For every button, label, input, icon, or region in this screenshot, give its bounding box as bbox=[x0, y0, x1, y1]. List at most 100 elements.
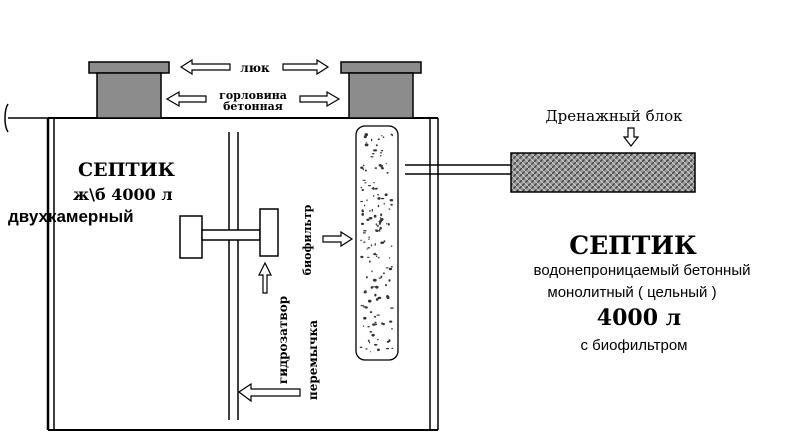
filter-speck bbox=[369, 260, 371, 263]
filter-speck bbox=[360, 200, 364, 203]
filter-speck bbox=[383, 240, 386, 243]
filter-speck bbox=[387, 223, 390, 226]
filter-speck bbox=[368, 238, 370, 240]
filter-speck bbox=[385, 283, 387, 287]
filter-speck bbox=[381, 135, 383, 137]
biofilter-arrow bbox=[322, 230, 354, 248]
filter-speck bbox=[367, 247, 371, 249]
filter-speck bbox=[377, 338, 379, 341]
filter-speck bbox=[361, 189, 365, 191]
filter-speck bbox=[360, 305, 365, 307]
filter-speck bbox=[365, 348, 368, 350]
filter-speck bbox=[370, 286, 374, 289]
filter-speck bbox=[367, 339, 370, 342]
filter-speck bbox=[371, 153, 375, 155]
filter-speck bbox=[374, 293, 377, 297]
filter-speck bbox=[373, 194, 375, 197]
filter-speck bbox=[364, 182, 367, 184]
filter-speck bbox=[389, 320, 393, 323]
filter-speck bbox=[365, 306, 368, 309]
drain-block-label: Дренажный блок bbox=[545, 107, 683, 125]
filter-speck bbox=[374, 188, 378, 190]
partition-wall bbox=[228, 132, 239, 420]
filter-speck bbox=[373, 315, 377, 318]
filter-speck bbox=[379, 226, 382, 230]
filter-speck bbox=[380, 197, 385, 200]
filter-speck bbox=[379, 217, 382, 219]
filter-speck bbox=[374, 243, 376, 246]
filter-speck bbox=[377, 224, 379, 228]
filter-speck bbox=[386, 295, 390, 298]
filter-speck bbox=[377, 194, 380, 196]
filter-speck bbox=[360, 186, 363, 189]
filter-speck bbox=[360, 166, 364, 169]
filter-speck bbox=[391, 134, 393, 137]
filter-speck bbox=[380, 241, 385, 244]
filter-speck bbox=[377, 138, 380, 141]
filter-speck bbox=[371, 187, 374, 190]
filter-speck bbox=[380, 213, 383, 217]
filter-speck bbox=[370, 156, 374, 158]
filter-speck bbox=[380, 150, 384, 152]
filter-speck bbox=[362, 164, 365, 167]
left-caption-title: СЕПТИК bbox=[78, 159, 176, 181]
filter-speck bbox=[390, 203, 393, 206]
hatch-label: люк bbox=[240, 61, 270, 75]
filter-speck bbox=[391, 328, 393, 330]
filter-speck bbox=[368, 210, 371, 212]
filter-speck bbox=[371, 333, 375, 337]
neck-left bbox=[88, 61, 170, 119]
filter-speck bbox=[378, 222, 381, 225]
filter-speck bbox=[382, 322, 385, 326]
right-caption-line4: с биофильтром bbox=[581, 337, 688, 354]
filter-speck bbox=[366, 218, 370, 221]
filter-speck bbox=[377, 197, 381, 200]
filter-speck bbox=[374, 321, 377, 323]
filter-speck bbox=[363, 241, 366, 243]
filter-speck bbox=[362, 179, 366, 181]
filter-speck bbox=[363, 135, 367, 139]
neck-label-line1: горловина bbox=[219, 89, 287, 102]
filter-speck bbox=[374, 167, 378, 169]
right-caption-line1: водонепроницаемый бетонный bbox=[534, 262, 751, 279]
filter-speck bbox=[366, 248, 369, 250]
filter-speck bbox=[360, 255, 364, 259]
filter-speck bbox=[364, 133, 369, 137]
filter-speck bbox=[380, 154, 382, 157]
filter-speck bbox=[363, 316, 367, 320]
filter-speck bbox=[375, 223, 377, 226]
filter-speck bbox=[373, 343, 378, 346]
filter-speck bbox=[360, 222, 365, 225]
filter-speck bbox=[379, 152, 383, 154]
filter-speck bbox=[381, 322, 383, 325]
transfer-pipe bbox=[179, 208, 279, 259]
filter-speck bbox=[369, 311, 373, 314]
neck-right bbox=[340, 61, 422, 119]
filter-speck bbox=[359, 239, 363, 241]
left-caption-type: двухкамерный bbox=[8, 207, 134, 226]
filter-speck bbox=[367, 299, 372, 303]
filter-speck bbox=[384, 193, 388, 197]
filter-speck bbox=[390, 266, 393, 268]
filter-speck bbox=[362, 168, 364, 171]
filter-speck bbox=[373, 286, 377, 288]
filter-speck bbox=[376, 314, 381, 316]
water-seal-label: гидрозатвор bbox=[276, 296, 290, 384]
filter-speck bbox=[361, 209, 364, 213]
water-seal-arrow bbox=[258, 261, 272, 294]
filter-speck bbox=[374, 252, 376, 256]
filter-speck bbox=[364, 169, 367, 172]
filter-speck bbox=[378, 277, 382, 279]
filter-speck bbox=[385, 347, 390, 350]
filter-speck bbox=[368, 236, 370, 239]
partition-arrow bbox=[237, 382, 301, 403]
filter-speck bbox=[371, 208, 373, 212]
filter-speck bbox=[374, 229, 378, 231]
filter-speck bbox=[362, 232, 366, 234]
filter-speck bbox=[386, 340, 390, 343]
filter-speck bbox=[371, 270, 373, 273]
filter-speck bbox=[388, 257, 391, 259]
filter-speck bbox=[367, 185, 371, 187]
filter-speck bbox=[386, 172, 389, 174]
filter-speck bbox=[373, 214, 377, 218]
